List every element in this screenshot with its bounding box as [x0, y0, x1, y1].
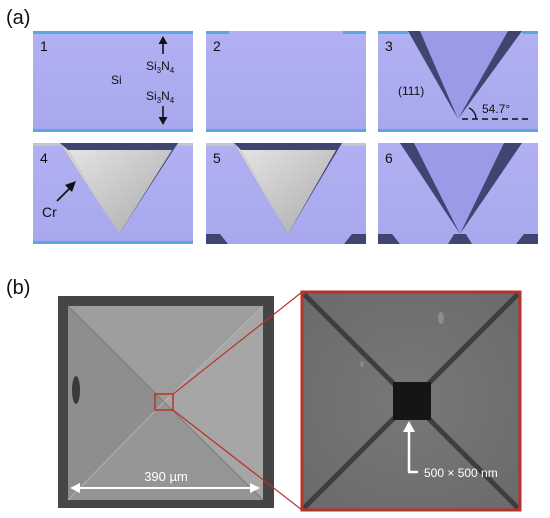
- angle-label: 54.7°: [482, 102, 510, 116]
- pit-wall-right: [458, 31, 522, 119]
- chromium-coating: [68, 150, 172, 234]
- silicon-wafer: [33, 31, 193, 132]
- tip-opening: [448, 234, 472, 244]
- pyramid-edge: [67, 401, 165, 501]
- chromium-top-left: [33, 143, 60, 146]
- backside-opening-right: [516, 234, 538, 244]
- silicon-label: Si: [111, 73, 122, 87]
- step-2-number: 2: [213, 38, 221, 54]
- zoom-connector-top: [172, 291, 303, 395]
- step-1-number: 1: [40, 38, 48, 54]
- aperture-arrow: [403, 421, 418, 474]
- open-pit: [408, 143, 512, 234]
- etched-pit: [408, 31, 508, 119]
- step-6-panel: 6: [378, 143, 538, 244]
- debris-particle: [438, 312, 444, 324]
- nitride-bottom-layer: [378, 129, 538, 132]
- step-5-panel: 5: [206, 143, 366, 244]
- step-3-number: 3: [385, 38, 393, 54]
- backside-opening-right: [344, 234, 366, 244]
- chromium-coating: [241, 150, 336, 234]
- step-1-panel: 1 Si Si3N4 Si3N4: [33, 31, 193, 132]
- backside-opening-left: [378, 234, 400, 244]
- nitride-bottom-label: Si3N4: [146, 89, 175, 105]
- angle-arc: [468, 107, 477, 120]
- chromium-top-right: [178, 143, 193, 146]
- step-3-panel: 3 (111) 54.7°: [378, 31, 538, 132]
- nitride-bottom-layer: [206, 129, 366, 132]
- panel-a-label: (a): [6, 7, 30, 29]
- pyramid-face-bottom: [68, 402, 263, 500]
- chromium-arrow: [56, 181, 76, 202]
- nitride-mask-right: [522, 31, 538, 34]
- step-6-number: 6: [385, 150, 393, 166]
- chromium-top-right: [342, 143, 366, 146]
- debris-particle: [72, 376, 80, 404]
- pyramid-edge: [163, 305, 264, 403]
- chromium-top-left: [206, 143, 234, 146]
- nitride-bottom-arrow: [158, 106, 168, 125]
- step-2-panel: 2: [206, 31, 366, 132]
- pyramid-edge: [67, 305, 165, 403]
- chromium-label: Cr: [42, 204, 57, 220]
- aperture: [393, 382, 431, 420]
- nitride-top-layer: [33, 31, 193, 34]
- nitride-mask-right: [343, 31, 366, 34]
- chromium-wall-left: [60, 143, 119, 234]
- nitride-bottom-layer: [33, 129, 193, 132]
- debris-particle: [360, 361, 364, 367]
- silicon-wafer: [206, 31, 366, 132]
- aperture-size-label: 500 × 500 nm: [424, 466, 498, 480]
- pyramid-face-right: [164, 306, 263, 500]
- step-4-panel: 4 Cr: [33, 143, 193, 244]
- nitride-mask-left: [206, 31, 229, 34]
- sem-zoom-image: 500 × 500 nm: [300, 290, 522, 512]
- zoom-frame: [300, 290, 522, 512]
- pyramid-edge: [163, 401, 264, 501]
- nitride-mask-left: [378, 31, 408, 34]
- scale-bar: [70, 483, 260, 493]
- nitride-top-label: Si3N4: [146, 59, 175, 75]
- step-5-number: 5: [213, 150, 221, 166]
- pit-wall-right: [460, 143, 522, 234]
- panel-b-label: (b): [6, 277, 30, 299]
- step-4-number: 4: [40, 150, 48, 166]
- zoom-connector-bottom: [172, 409, 303, 511]
- sem-overview-image: 390 µm: [58, 296, 274, 508]
- backside-opening-left: [206, 234, 228, 244]
- pyramid-face-top: [68, 306, 263, 402]
- zoom-region-box: [154, 393, 174, 411]
- scale-bar-label: 390 µm: [144, 469, 188, 484]
- pyramid-face-left: [68, 306, 164, 500]
- nitride-top-arrow: [158, 36, 168, 54]
- pit-wall-left: [408, 31, 458, 119]
- crystal-plane-label: (111): [398, 84, 424, 98]
- pit-wall-left: [400, 143, 460, 234]
- chromium-wall-left: [234, 143, 288, 234]
- nitride-bottom-layer: [33, 241, 193, 244]
